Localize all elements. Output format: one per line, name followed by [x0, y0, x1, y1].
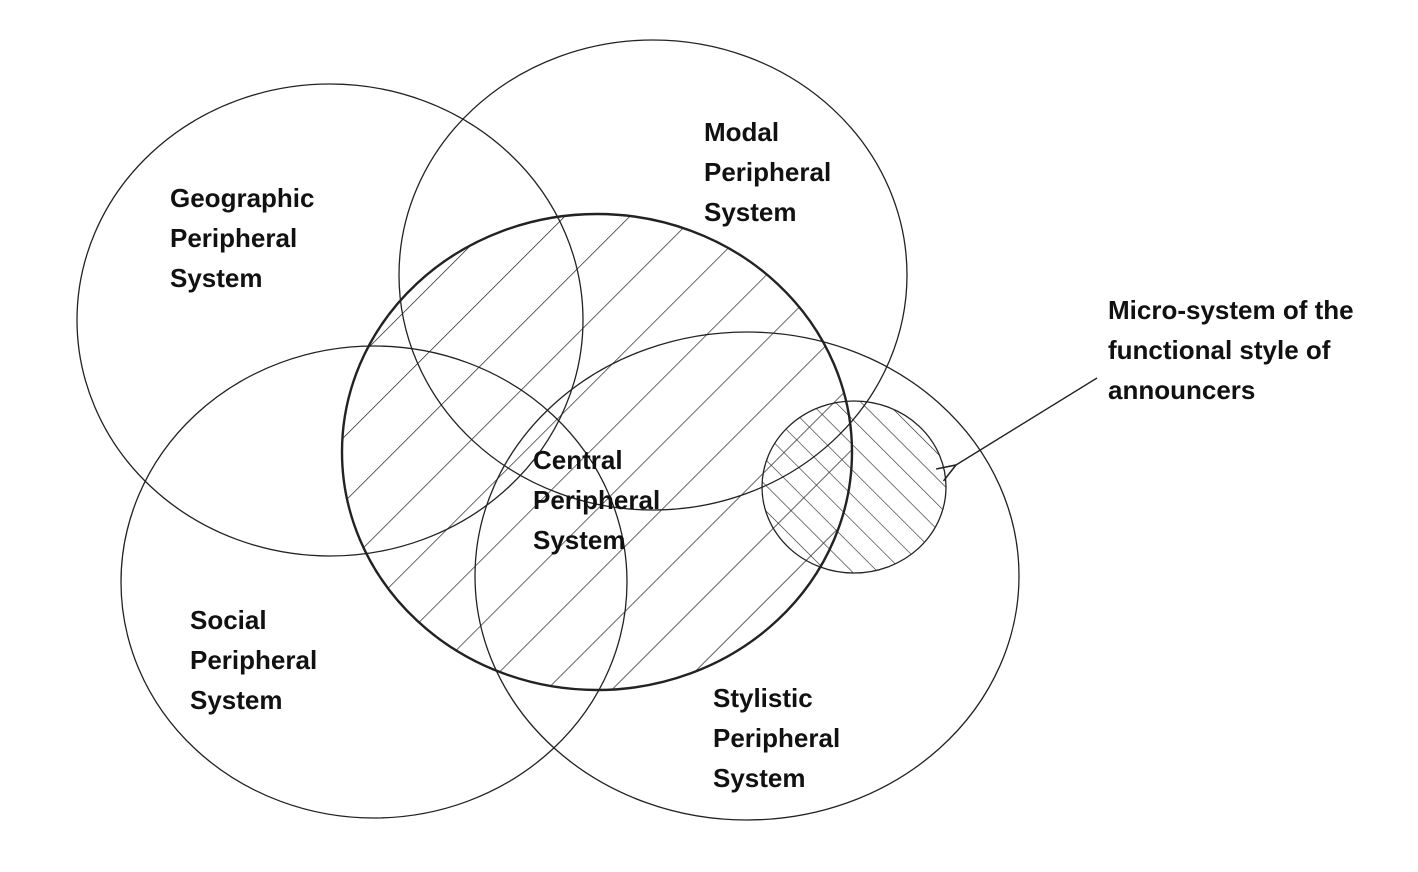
central-label: Central Peripheral System — [533, 445, 661, 555]
social-label: Social Peripheral System — [190, 605, 318, 715]
modal-peripheral-circle — [398, 39, 908, 511]
micro-system-label: Micro-system of the functional style of … — [1108, 295, 1354, 405]
stylistic-peripheral-circle — [474, 331, 1020, 821]
social-peripheral-circle — [120, 345, 628, 819]
micro-system-circle — [761, 400, 947, 574]
geographic-label: Geographic Peripheral System — [170, 183, 315, 293]
geographic-peripheral-circle — [76, 83, 584, 557]
modal-label: Modal Peripheral System — [704, 117, 832, 227]
micro-system-arrow — [956, 377, 1098, 465]
stylistic-label: Stylistic Peripheral System — [713, 683, 841, 793]
